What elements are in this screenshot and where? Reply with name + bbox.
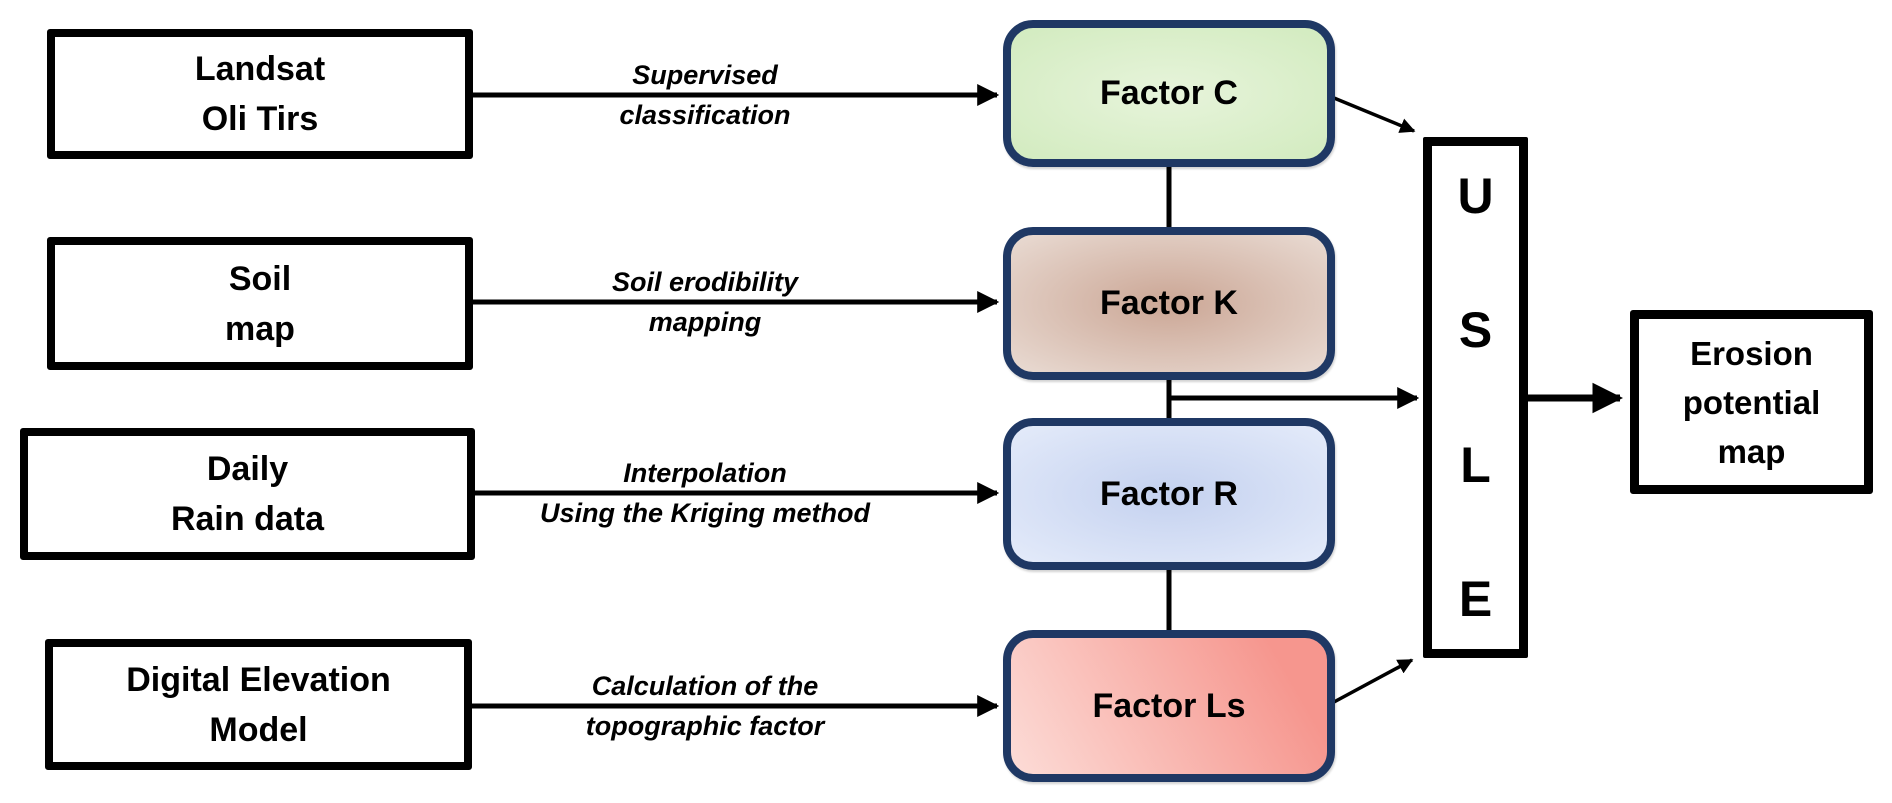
factor-box-label: Factor K xyxy=(1100,284,1238,322)
input-box-label: Landsat xyxy=(194,50,326,88)
factor-box-k: Factor K xyxy=(1003,227,1335,380)
input-box-label: Model xyxy=(209,710,308,749)
factor-box-label: Factor Ls xyxy=(1092,686,1246,725)
arrow-factor-ls-to-usle xyxy=(1333,658,1414,704)
arrow-factor-c-to-usle xyxy=(1333,96,1416,133)
input-box-digital-elevation-model: Digital Elevation Model xyxy=(45,639,472,770)
factor-box-ls: Factor Ls xyxy=(1003,630,1335,782)
output-box-label: map xyxy=(1717,432,1786,470)
input-box-label: Oli Tirs xyxy=(201,100,319,138)
usle-letter: U xyxy=(1457,168,1494,224)
process-label-interpolation-kriging: Interpolation Using the Kriging method xyxy=(450,453,960,533)
process-label-line: Supervised xyxy=(632,60,778,90)
process-label-line: Calculation of the xyxy=(591,671,819,701)
factor-box-label: Factor C xyxy=(1100,74,1238,112)
input-box-daily-rain-data: Daily Rain data xyxy=(20,428,475,560)
usle-letter: L xyxy=(1460,436,1491,493)
process-label-soil-erodibility-mapping: Soil erodibility mapping xyxy=(450,262,960,342)
output-box-erosion-potential-map: Erosion potential map xyxy=(1630,310,1873,494)
usle-box: U S L E xyxy=(1423,137,1528,658)
output-box-label: Erosion xyxy=(1690,334,1813,372)
input-box-landsat-oli-tirs: Landsat Oli Tirs xyxy=(47,29,473,159)
input-box-label: Rain data xyxy=(170,500,325,538)
input-box-label: map xyxy=(225,309,295,348)
input-box-label: Digital Elevation xyxy=(126,660,391,699)
process-label-line: mapping xyxy=(648,307,762,337)
factor-box-label: Factor R xyxy=(1100,474,1238,513)
process-label-line: Soil erodibility xyxy=(611,267,799,297)
process-label-line: Interpolation xyxy=(623,458,787,488)
process-label-line: topographic factor xyxy=(585,711,825,741)
input-box-label: Soil xyxy=(228,259,292,298)
input-box-soil-map: Soil map xyxy=(47,237,473,370)
input-box-label: Daily xyxy=(206,450,289,488)
process-label-supervised-classification: Supervised classification xyxy=(450,55,960,135)
process-label-topographic-factor: Calculation of the topographic factor xyxy=(450,666,960,746)
process-label-line: classification xyxy=(619,100,791,130)
factor-box-c: Factor C xyxy=(1003,20,1335,167)
output-box-label: potential xyxy=(1682,383,1821,421)
factor-box-r: Factor R xyxy=(1003,418,1335,570)
usle-letter: S xyxy=(1458,302,1493,359)
process-label-line: Using the Kriging method xyxy=(540,498,870,528)
usle-letter: E xyxy=(1458,570,1493,627)
